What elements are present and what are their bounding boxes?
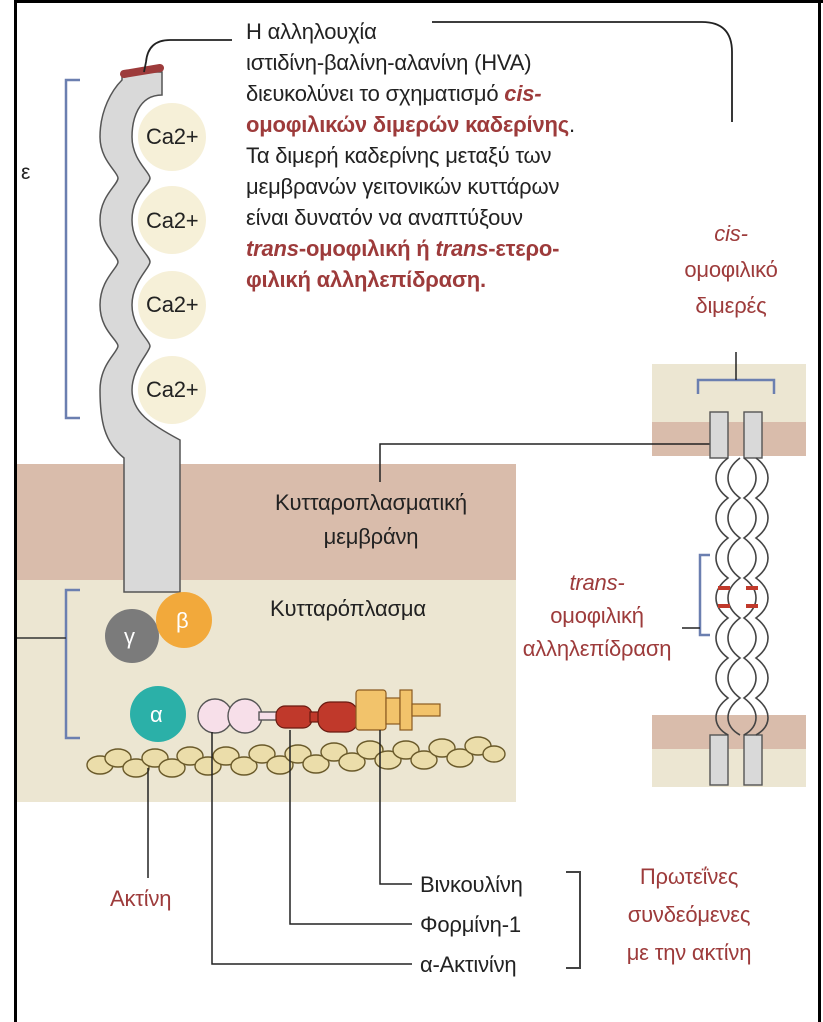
vinculin-label: Βινκουλίνη: [420, 870, 523, 899]
trans-bracket: [700, 555, 710, 635]
actin-binding-proteins-label: Πρωτεΐνες συνδεόμενες με την ακτίνη: [594, 858, 784, 972]
callout-line-6: μεμβρανών γειτονικών κυττάρων: [246, 171, 646, 202]
callout-line-7: είναι δυνατόν να αναπτύξουν: [246, 202, 646, 233]
actinin-label: α-Ακτινίνη: [420, 950, 516, 979]
protein-group-bracket: [566, 872, 580, 968]
calcium-label-2: Ca2+: [146, 206, 198, 235]
callout-line-2: ιστιδίνη-βαλίνη-αλανίνη (HVA): [246, 47, 646, 78]
callout-line-3: διευκολύνει το σχηματισμό cis-: [246, 78, 646, 109]
gamma-label: γ: [124, 622, 135, 651]
calcium-label-3: Ca2+: [146, 290, 198, 319]
frame-right: [818, 0, 821, 1022]
right-lower-membrane: [652, 715, 806, 749]
callout-line-8: trans-ομοφιλική ή trans-ετερο-: [246, 233, 646, 264]
cis-dimer-label: cis- ομοφιλικό διμερές: [656, 216, 806, 324]
callout-line-9: φιλική αλληλεπίδραση.: [246, 264, 646, 295]
frame-top: [14, 0, 823, 3]
hva-callout-text: Η αλληλουχία ιστιδίνη-βαλίνη-αλανίνη (HV…: [246, 16, 646, 295]
hva-marks: [718, 588, 758, 606]
callout-line-5: Τα διμερή καδερίνης μεταξύ των: [246, 140, 646, 171]
callout-line-1: Η αλληλουχία: [246, 16, 646, 47]
right-strand-coils: [716, 458, 768, 735]
cytoplasm-label: Κυτταρόπλασμα: [270, 594, 426, 623]
membrane-label: Κυτταροπλασματική μεμβράνη: [254, 486, 488, 554]
trans-interaction-label: trans- ομοφιλική αλληλεπίδραση: [510, 566, 684, 665]
callout-line-4: ομοφιλικών διμερών καδερίνης.: [246, 109, 646, 140]
right-upper-membrane: [652, 422, 806, 456]
calcium-label-1: Ca2+: [146, 122, 198, 151]
partial-left-char: ε: [21, 158, 30, 187]
extracellular-bracket: [66, 80, 80, 418]
calcium-label-4: Ca2+: [146, 375, 198, 404]
beta-label: β: [176, 606, 188, 635]
frame-left: [14, 0, 17, 1022]
actin-label: Ακτίνη: [110, 884, 171, 913]
alpha-label: α: [150, 700, 163, 729]
formin-label: Φορμίνη-1: [420, 910, 521, 939]
